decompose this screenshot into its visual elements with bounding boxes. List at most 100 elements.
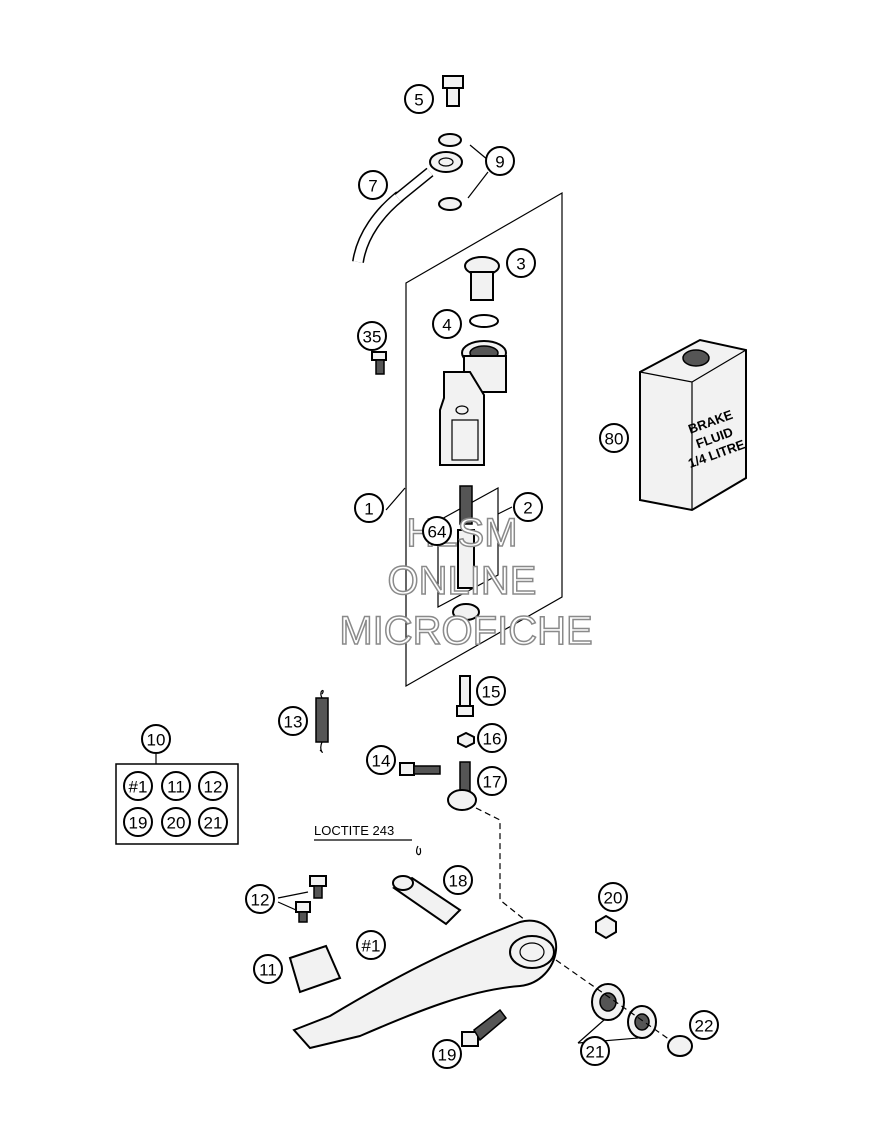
bearing-outer xyxy=(591,983,625,1021)
callout-number: 15 xyxy=(482,683,501,702)
nut-20 xyxy=(595,914,617,940)
nut-16 xyxy=(457,731,475,749)
callout-number: 10 xyxy=(147,731,166,750)
bushing xyxy=(667,1035,693,1057)
kit-item-number: 19 xyxy=(129,814,148,833)
callout-64: 64 xyxy=(422,516,452,546)
kit-item-19: 19 xyxy=(123,807,153,837)
callout-circle xyxy=(253,954,283,984)
callout-number: 20 xyxy=(604,889,623,908)
kit-item-number: 12 xyxy=(204,778,223,797)
sealing-washer-lower xyxy=(438,197,462,211)
callout-hash1: #1 xyxy=(356,930,386,960)
callout-circle xyxy=(422,516,452,546)
kit-item-12: 12 xyxy=(198,771,228,801)
callout-circle xyxy=(366,745,396,775)
callout-number: 21 xyxy=(586,1043,605,1062)
callout-80: 80 xyxy=(599,423,629,453)
callout-circle xyxy=(432,1039,462,1069)
callout-circle xyxy=(598,882,628,912)
callout-number: 7 xyxy=(368,177,377,196)
callout-circle xyxy=(485,146,515,176)
callout-4: 4 xyxy=(432,309,462,339)
watermark-line-2: ONLINE xyxy=(388,559,537,603)
callout-number: 14 xyxy=(372,752,391,771)
callout-2: 2 xyxy=(513,492,543,522)
callout-number: 17 xyxy=(483,773,502,792)
pivot-bolt xyxy=(392,875,462,926)
piston-assembly xyxy=(437,485,499,621)
kit-item-number: 20 xyxy=(167,814,186,833)
callout-circle xyxy=(358,170,388,200)
push-rod-leader xyxy=(475,807,541,933)
callout-number: 19 xyxy=(438,1046,457,1065)
callout-circle xyxy=(580,1036,610,1066)
callout-22: 22 xyxy=(689,1010,719,1040)
callout-35: 35 xyxy=(357,321,387,351)
return-spring xyxy=(315,689,329,753)
screw-12-lower xyxy=(295,901,311,923)
callout-11: 11 xyxy=(253,954,283,984)
callout-number: 1 xyxy=(364,500,373,519)
callout-number: 11 xyxy=(259,961,277,980)
kit-item-number: 21 xyxy=(204,814,223,833)
callout-3: 3 xyxy=(506,248,536,278)
callout-9: 9 xyxy=(485,146,515,176)
callout-circle xyxy=(443,865,473,895)
callout-number: 3 xyxy=(516,255,525,274)
screw-35 xyxy=(371,351,387,375)
callout-number: 80 xyxy=(605,430,624,449)
callout-circle xyxy=(354,493,384,523)
callout-circle xyxy=(432,309,462,339)
callout-14: 14 xyxy=(366,745,396,775)
callout-circle xyxy=(477,766,507,796)
o-ring xyxy=(469,314,499,328)
callout-circle xyxy=(477,723,507,753)
callout-circle xyxy=(599,423,629,453)
callout-number: #1 xyxy=(362,937,381,956)
callout-circle xyxy=(404,84,434,114)
callout-13: 13 xyxy=(278,706,308,736)
bolt-19 xyxy=(461,1008,508,1047)
brake-pedal-tip xyxy=(288,944,342,994)
kit-item-circle xyxy=(123,807,153,837)
kit-item-number: 11 xyxy=(167,778,185,797)
kit-item-20: 20 xyxy=(161,807,191,837)
brake-fluid-can: BRAKE FLUID 1/4 LITRE xyxy=(639,338,747,512)
bearing-inner xyxy=(627,1005,657,1039)
callout-circle xyxy=(506,248,536,278)
callout-circle xyxy=(278,706,308,736)
callout-number: 5 xyxy=(414,91,423,110)
callout-number: 22 xyxy=(695,1017,714,1036)
master-cylinder-body xyxy=(439,340,507,466)
callout-20: 20 xyxy=(598,882,628,912)
callout-circle xyxy=(513,492,543,522)
callout-number: 12 xyxy=(251,891,270,910)
sealing-washer-upper xyxy=(438,133,462,147)
callout-number: 18 xyxy=(449,872,468,891)
callout-17: 17 xyxy=(477,766,507,796)
kit-item-circle xyxy=(198,807,228,837)
callout-12: 12 xyxy=(245,884,275,914)
kit-item-21: 21 xyxy=(198,807,228,837)
bolt-14 xyxy=(399,762,441,776)
callout-18: 18 xyxy=(443,865,473,895)
kit-item-hash1: #1 xyxy=(123,771,153,801)
kit-item-11: 11 xyxy=(161,771,191,801)
callout-circle xyxy=(689,1010,719,1040)
screw-12-upper xyxy=(309,875,327,899)
reservoir-cap xyxy=(464,256,500,301)
callout-circle xyxy=(476,676,506,706)
callout-number: 2 xyxy=(523,499,532,518)
kit-item-circle xyxy=(161,807,191,837)
callout-number: 35 xyxy=(363,328,382,347)
kit-item-circle xyxy=(123,771,153,801)
callout-circle xyxy=(356,930,386,960)
callout-circle xyxy=(357,321,387,351)
banjo-bolt xyxy=(442,75,464,107)
kit-item-number: #1 xyxy=(129,778,148,797)
kit-item-circle xyxy=(198,771,228,801)
callout-circle xyxy=(141,724,171,754)
callout-10: 10 xyxy=(141,724,171,754)
